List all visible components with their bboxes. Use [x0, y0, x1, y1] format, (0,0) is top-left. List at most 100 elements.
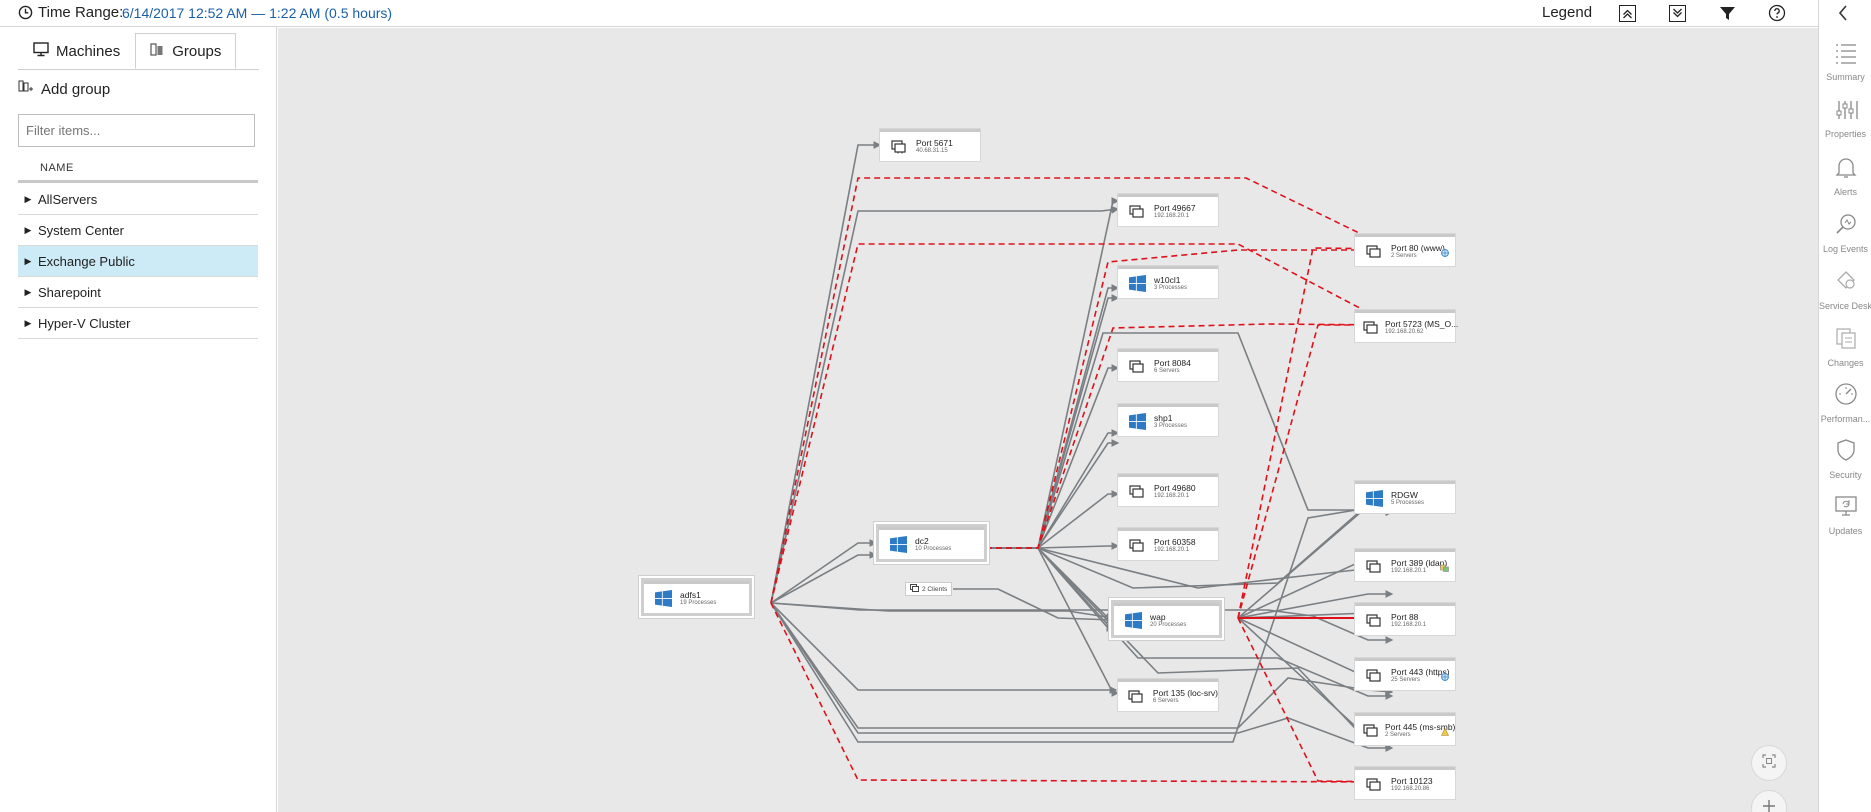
map-node-port80[interactable]: Port 80 (www)2 Servers	[1355, 234, 1455, 266]
group-item-system-center[interactable]: ▶ System Center	[18, 215, 258, 246]
panel-summary[interactable]: Summary	[1819, 42, 1871, 82]
expand-arrow-icon[interactable]: ▶	[24, 193, 32, 204]
group-item-allservers[interactable]: ▶ AllServers	[18, 184, 258, 215]
port-icon	[1126, 356, 1148, 378]
panel-properties[interactable]: Properties	[1819, 99, 1871, 139]
filter-icon[interactable]	[1717, 3, 1737, 23]
group-label: Exchange Public	[38, 253, 135, 269]
tab-groups[interactable]: Groups	[135, 33, 237, 69]
group-list: ▶ AllServers ▶ System Center ▶ Exchange …	[18, 184, 258, 339]
panel-alerts[interactable]: Alerts	[1819, 155, 1871, 197]
map-node-port443[interactable]: Port 443 (https)25 Servers	[1355, 658, 1455, 690]
port-icon	[888, 136, 910, 158]
expand-arrow-icon[interactable]: ▶	[24, 286, 32, 297]
node-subtitle: 10 Processes	[915, 545, 952, 552]
node-title: Port 49667	[1154, 202, 1196, 213]
panel-label: Log Events	[1822, 244, 1869, 254]
chevron-left-icon[interactable]	[1837, 4, 1849, 27]
monitor-icon	[33, 41, 49, 61]
panel-label: Summary	[1826, 72, 1865, 82]
windows-icon	[652, 588, 674, 610]
changes-icon	[1834, 326, 1858, 355]
panel-log-events[interactable]: Log Events	[1819, 212, 1871, 254]
node-subtitle: 192.168.20.1	[1154, 212, 1190, 219]
tab-machines[interactable]: Machines	[18, 33, 135, 69]
clients-icon	[910, 584, 919, 594]
connection-lines	[770, 141, 1394, 786]
service-desk-icon	[1834, 269, 1858, 298]
add-group-label: Add group	[41, 80, 111, 98]
panel-security[interactable]: Security	[1819, 438, 1871, 480]
panel-changes[interactable]: Changes	[1819, 326, 1871, 368]
node-subtitle: 2 Servers	[1385, 731, 1411, 738]
expand-arrow-icon[interactable]: ▶	[24, 255, 32, 266]
group-item-hyper-v-cluster[interactable]: ▶ Hyper-V Cluster	[18, 308, 258, 339]
node-title: 2 Clients	[922, 585, 948, 593]
help-icon[interactable]	[1767, 3, 1787, 23]
node-subtitle: 5 Processes	[1391, 499, 1425, 506]
map-node-port389[interactable]: Port 389 (ldap)192.168.20.1	[1355, 549, 1455, 581]
node-title: Port 443 (https)	[1391, 666, 1450, 677]
map-node-port445[interactable]: Port 445 (ms-smb)2 Servers	[1355, 713, 1455, 745]
node-subtitle: 192.168.20.1	[1391, 621, 1427, 628]
panel-performance[interactable]: Performan...	[1819, 382, 1871, 424]
port-icon	[1363, 317, 1379, 339]
add-group-button[interactable]: Add group	[18, 80, 110, 98]
node-subtitle: 19 Processes	[680, 599, 717, 606]
legend-button[interactable]: Legend	[1542, 4, 1593, 21]
port-icon	[1363, 720, 1379, 742]
node-title: Port 80 (www)	[1391, 242, 1445, 253]
filter-items-input[interactable]	[18, 114, 255, 147]
port-icon	[1126, 201, 1148, 223]
shield-icon	[1834, 438, 1858, 467]
expand-all-icon[interactable]	[1667, 3, 1687, 23]
node-subtitle: 192.168.20.62	[1385, 328, 1424, 335]
node-subtitle: 192.168.20.1	[1391, 567, 1427, 574]
panel-label: Security	[1829, 470, 1862, 480]
group-item-exchange-public[interactable]: ▶ Exchange Public	[18, 246, 258, 277]
gauge-icon	[1834, 382, 1858, 411]
node-subtitle: 192.168.20.1	[1154, 492, 1190, 499]
node-title: dc2	[915, 535, 929, 546]
name-column-header[interactable]: NAME	[40, 162, 74, 174]
map-node-port135[interactable]: Port 135 (loc-srv)6 Servers	[1118, 679, 1218, 711]
panel-label: Properties	[1824, 129, 1867, 139]
panel-service-desk[interactable]: Service Desk	[1819, 269, 1871, 311]
node-title: Port 5671	[916, 137, 953, 148]
panel-updates[interactable]: Updates	[1819, 494, 1871, 536]
group-label: System Center	[38, 222, 124, 238]
expand-arrow-icon[interactable]: ▶	[24, 224, 32, 235]
collapse-all-icon[interactable]	[1617, 3, 1637, 23]
node-subtitle: 20 Processes	[1150, 621, 1187, 628]
search-log-icon	[1834, 212, 1858, 241]
left-panel: Machines Groups Add group NAME ▶ AllServ…	[0, 27, 277, 812]
time-range-value[interactable]: 6/14/2017 12:52 AM — 1:22 AM (0.5 hours)	[122, 5, 393, 21]
tab-strip: Machines Groups	[18, 33, 237, 69]
node-subtitle: 192.168.20.86	[1391, 785, 1430, 792]
expand-arrow-icon[interactable]: ▶	[24, 317, 32, 328]
map-node-port5723[interactable]: Port 5723 (MS_O...192.168.20.62	[1355, 310, 1459, 342]
tab-groups-label: Groups	[172, 42, 222, 60]
port-icon	[1363, 774, 1385, 796]
group-item-sharepoint[interactable]: ▶ Sharepoint	[18, 277, 258, 308]
node-title: Port 5723 (MS_O...	[1385, 318, 1459, 329]
fit-to-screen-button[interactable]	[1751, 745, 1787, 781]
tab-divider	[18, 69, 259, 70]
map-node-clients[interactable]: 2 Clients	[905, 582, 953, 596]
panel-label: Changes	[1827, 358, 1864, 368]
windows-icon	[1126, 273, 1148, 295]
